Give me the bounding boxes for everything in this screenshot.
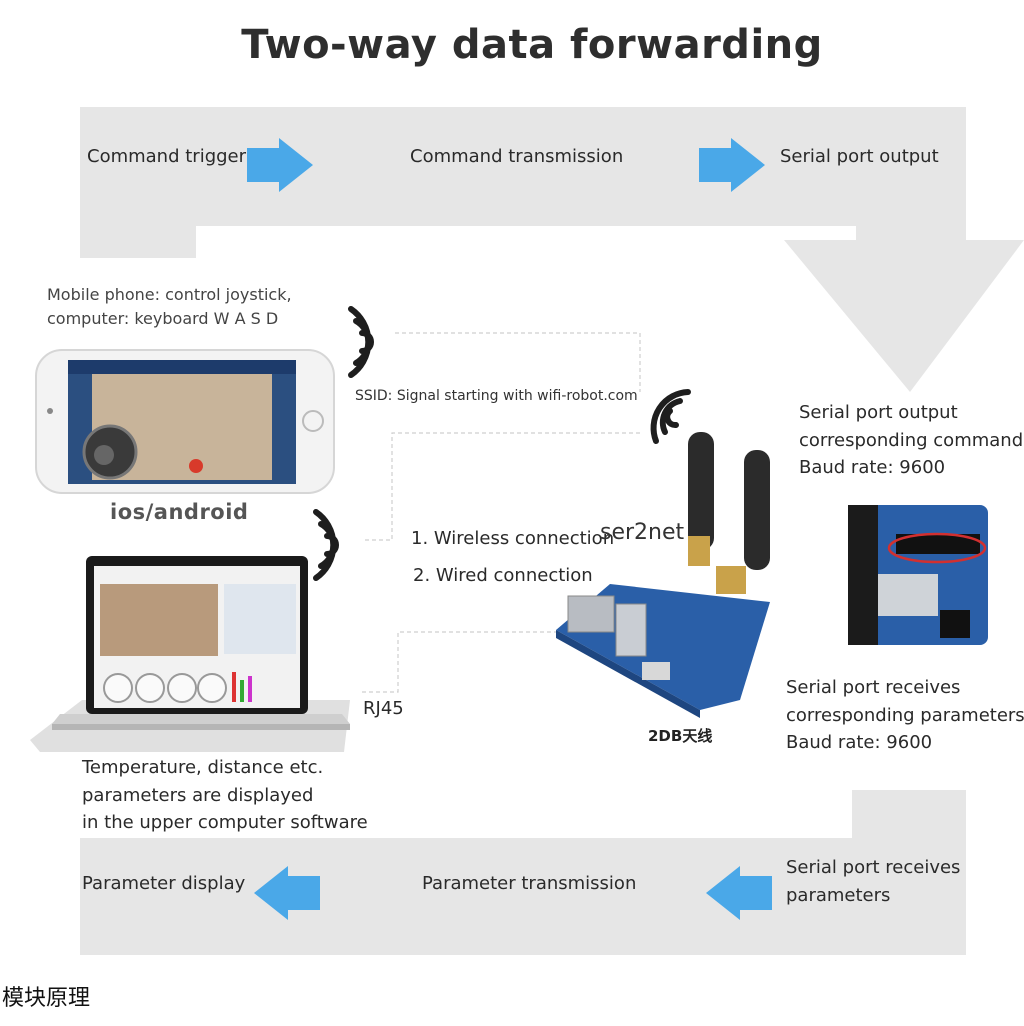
wifi-signal-icon bbox=[348, 306, 374, 378]
serial-receive-note-line1: Serial port receives bbox=[786, 677, 961, 698]
mobile-note-line2: computer: keyboard W A S D bbox=[47, 309, 279, 328]
device-name: ser2net bbox=[600, 520, 685, 545]
arrow-left-icon bbox=[706, 866, 772, 920]
page-title: Two-way data forwarding bbox=[241, 22, 823, 68]
wired-connection-label: 2. Wired connection bbox=[413, 565, 593, 586]
flow-step-serial-output: Serial port output bbox=[780, 146, 939, 167]
arrow-right-icon bbox=[699, 138, 765, 192]
flow-step-command-trigger: Command trigger bbox=[87, 146, 247, 167]
top-flow-band bbox=[80, 107, 1024, 392]
serial-receive-note-line3: Baud rate: 9600 bbox=[786, 732, 933, 753]
footer-caption: 模块原理 bbox=[2, 986, 91, 1011]
wifi-signal-icon bbox=[650, 389, 691, 444]
connector-lines bbox=[360, 332, 670, 693]
antenna-label: 2DB天线 bbox=[648, 727, 713, 745]
serial-receive-note-line2: corresponding parameters bbox=[786, 705, 1024, 726]
wifi-signal-icon bbox=[313, 509, 339, 581]
router-board-illustration bbox=[556, 432, 770, 718]
phone-os-label: ios/android bbox=[110, 500, 249, 524]
mobile-note-line1: Mobile phone: control joystick, bbox=[47, 285, 292, 304]
flow-step-parameter-transmission: Parameter transmission bbox=[422, 873, 637, 894]
laptop-illustration bbox=[30, 556, 350, 752]
flow-step-parameter-display: Parameter display bbox=[82, 873, 246, 894]
bottom-flow-band bbox=[80, 790, 966, 955]
wireless-connection-label: 1. Wireless connection bbox=[411, 528, 615, 549]
laptop-note-line1: Temperature, distance etc. bbox=[82, 757, 324, 778]
phone-illustration bbox=[35, 349, 335, 494]
rj45-label: RJ45 bbox=[363, 698, 404, 719]
flow-step-serial-receive-line2: parameters bbox=[786, 885, 891, 906]
serial-output-note-line1: Serial port output bbox=[799, 402, 958, 423]
flow-step-serial-receive-line1: Serial port receives bbox=[786, 857, 961, 878]
ssid-note: SSID: Signal starting with wifi-robot.co… bbox=[355, 388, 638, 404]
laptop-note-line2: parameters are displayed bbox=[82, 785, 314, 806]
flow-step-command-transmission: Command transmission bbox=[410, 146, 624, 167]
arrow-right-icon bbox=[247, 138, 313, 192]
serial-output-note-line2: corresponding command bbox=[799, 430, 1024, 451]
arrow-left-icon bbox=[254, 866, 320, 920]
serial-board-photo bbox=[848, 505, 988, 645]
serial-output-note-line3: Baud rate: 9600 bbox=[799, 457, 946, 478]
laptop-note-line3: in the upper computer software bbox=[82, 812, 368, 833]
